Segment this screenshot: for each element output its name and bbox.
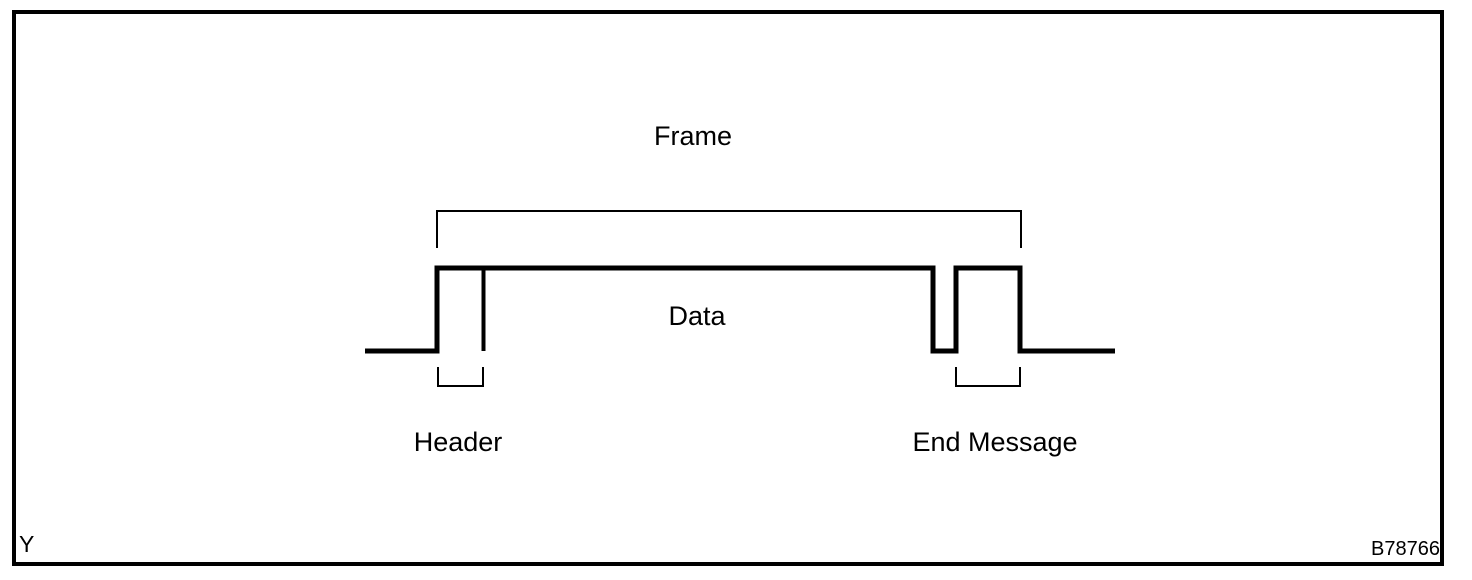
figure-code: B78766 <box>1371 538 1440 560</box>
figure-border <box>12 10 1444 566</box>
end-message-span-bracket <box>955 367 1021 387</box>
signal-waveform <box>365 265 1115 354</box>
header-span-bracket <box>437 367 484 387</box>
frame-label: Frame <box>653 121 732 151</box>
data-label: Data <box>668 301 726 331</box>
end-message-label: End Message <box>912 427 1078 457</box>
header-label: Header <box>413 427 503 457</box>
corner-mark: Y <box>19 531 35 557</box>
frame-span-bracket <box>436 210 1022 248</box>
